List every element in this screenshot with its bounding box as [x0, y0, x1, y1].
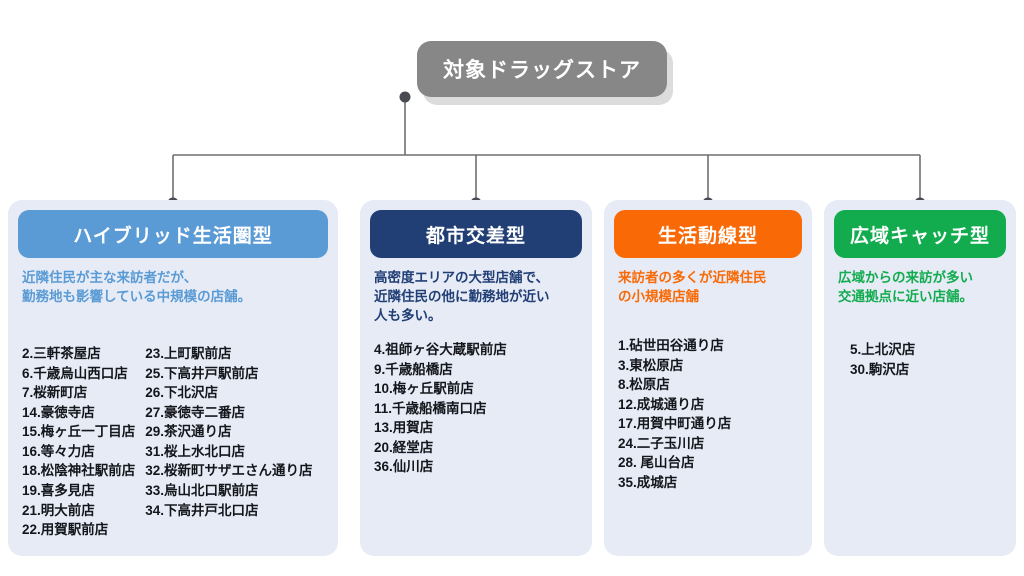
branch-card-hybrid[interactable]: ハイブリッド生活圏型 近隣住民が主な来訪者だが、 勤務地も影響している中規模の店…	[8, 200, 338, 556]
branch-card-urban-crossing[interactable]: 都市交差型 高密度エリアの大型店舗で、 近隣住民の他に勤務地が近い 人も多い。 …	[360, 200, 592, 556]
store-list-hybrid: 2.三軒茶屋店 6.千歳烏山西口店 7.桜新町店 14.豪徳寺店 15.梅ヶ丘一…	[22, 344, 328, 540]
store-list-column: 1.砧世田谷通り店 3.東松原店 8.松原店 12.成城通り店 17.用賀中町通…	[618, 338, 732, 490]
branch-header-wide-catch: 広域キャッチ型	[834, 210, 1006, 258]
store-list-column: 5.上北沢店 30.駒沢店	[850, 342, 916, 377]
store-list-column: 23.上町駅前店 25.下高井戸駅前店 26.下北沢店 27.豪徳寺二番店 29…	[145, 346, 313, 518]
store-list-column: 2.三軒茶屋店 6.千歳烏山西口店 7.桜新町店 14.豪徳寺店 15.梅ヶ丘一…	[22, 346, 136, 538]
branch-description-hybrid: 近隣住民が主な来訪者だが、 勤務地も影響している中規模の店舗。	[22, 270, 252, 305]
root-node[interactable]: 対象ドラッグストア	[417, 41, 673, 105]
branch-header-urban-crossing: 都市交差型	[370, 210, 582, 258]
store-list-wide-catch: 5.上北沢店 30.駒沢店	[850, 340, 1006, 379]
store-list-column: 4.祖師ヶ谷大蔵駅前店 9.千歳船橋店 10.梅ヶ丘駅前店 11.千歳船橋南口店…	[374, 342, 507, 475]
branch-card-wide-catch[interactable]: 広域キャッチ型 広域からの来訪が多い 交通拠点に近い店舗。 5.上北沢店 30.…	[824, 200, 1016, 556]
branch-header-hybrid: ハイブリッド生活圏型	[18, 210, 328, 258]
branch-header-daily-route: 生活動線型	[614, 210, 802, 258]
root-node-label: 対象ドラッグストア	[417, 41, 667, 97]
branch-description-wide-catch: 広域からの来訪が多い 交通拠点に近い店舗。	[838, 270, 973, 305]
branch-card-daily-route[interactable]: 生活動線型 来訪者の多くが近隣住民 の小規模店舗 1.砧世田谷通り店 3.東松原…	[604, 200, 812, 556]
store-list-urban-crossing: 4.祖師ヶ谷大蔵駅前店 9.千歳船橋店 10.梅ヶ丘駅前店 11.千歳船橋南口店…	[374, 340, 582, 477]
branch-description-daily-route: 来訪者の多くが近隣住民 の小規模店舗	[618, 270, 767, 305]
store-list-daily-route: 1.砧世田谷通り店 3.東松原店 8.松原店 12.成城通り店 17.用賀中町通…	[618, 336, 802, 493]
branch-description-urban-crossing: 高密度エリアの大型店舗で、 近隣住民の他に勤務地が近い 人も多い。	[374, 270, 550, 324]
